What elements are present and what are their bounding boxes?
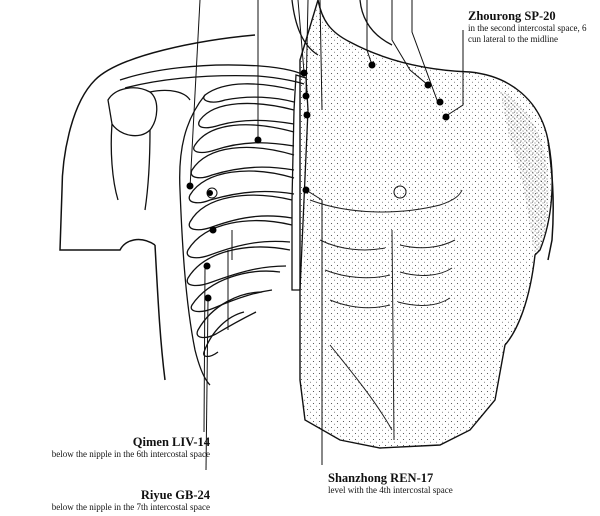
acupoint-dot <box>186 182 194 190</box>
left-flank-outline <box>154 244 166 381</box>
acupoint-riyue <box>204 294 212 302</box>
acupoint-dot <box>436 98 444 106</box>
right-arm-outline <box>547 139 554 261</box>
leader-lines <box>189 0 464 471</box>
label-qimen: Qimen LIV-14 below the nipple in the 6th… <box>6 435 210 460</box>
acupoint-dot <box>302 92 310 100</box>
muscle-lines <box>309 189 463 441</box>
acupoints <box>186 61 450 302</box>
acupoint-dot <box>209 226 217 234</box>
label-shanzhong-desc: level with the 4th intercostal space <box>328 485 453 496</box>
acupoint-dot <box>303 111 311 119</box>
acupoint-shanzhong <box>302 186 310 194</box>
acupoint-qimen <box>203 262 211 270</box>
pectoral-lower-line <box>309 189 463 213</box>
acupoint-dot <box>424 81 432 89</box>
label-qimen-name: Qimen LIV-14 <box>132 435 210 449</box>
acupoint-dot <box>368 61 376 69</box>
label-qimen-desc: below the nipple in the 6th intercostal … <box>51 449 210 460</box>
rib-outer-edge <box>179 94 211 386</box>
torso-shadow <box>500 90 549 255</box>
label-shanzhong: Shanzhong REN-17 level with the 4th inte… <box>328 471 453 496</box>
left-arm-outline <box>59 34 256 251</box>
acupoint-dot <box>300 69 308 77</box>
torso-skin <box>299 0 553 449</box>
label-riyue-desc: below the nipple in the 7th intercostal … <box>51 502 210 513</box>
label-zhourong: Zhourong SP-20 in the second intercostal… <box>468 9 596 44</box>
label-zhourong-name: Zhourong SP-20 <box>468 9 556 23</box>
sternum <box>291 74 309 291</box>
neck-outline <box>291 0 393 56</box>
label-zhourong-desc: in the second intercostal space, 6 cun l… <box>468 23 587 44</box>
shoulder-bones <box>107 64 306 211</box>
label-riyue-name: Riyue GB-24 <box>140 488 210 502</box>
acupoint-dot <box>254 136 262 144</box>
label-riyue: Riyue GB-24 below the nipple in the 7th … <box>6 488 210 513</box>
ribcage <box>179 74 309 386</box>
right-nipple <box>393 185 407 199</box>
label-shanzhong-name: Shanzhong REN-17 <box>328 471 434 485</box>
acupoint-dot <box>207 190 213 196</box>
acupoint-zhourong <box>442 113 450 121</box>
body-outline <box>59 0 554 449</box>
